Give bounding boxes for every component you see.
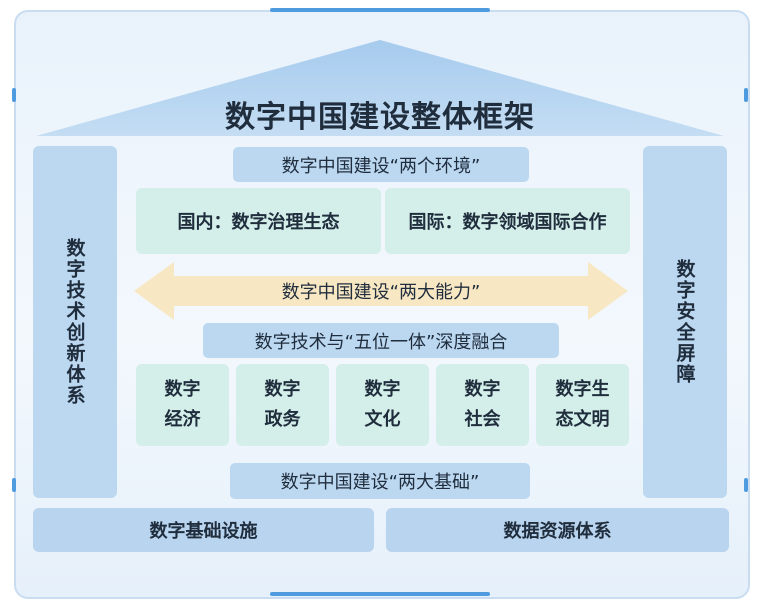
frame-accent-right-low <box>744 478 748 492</box>
area-culture: 数字 文化 <box>336 364 429 446</box>
frame-accent-top <box>270 8 490 12</box>
area-society-line2: 社会 <box>464 409 501 430</box>
integration-bar: 数字技术与“五位一体”深度融合 <box>203 323 559 358</box>
environments-bar: 数字中国建设“两个环境” <box>233 147 529 182</box>
capabilities-arrow-shape <box>134 262 628 320</box>
area-ecology-line1: 数字生 <box>555 379 610 400</box>
area-economy-line1: 数字 <box>164 379 201 400</box>
frame-accent-left <box>12 88 16 102</box>
area-government-line2: 政务 <box>264 409 301 430</box>
foundation-data-resources: 数据资源体系 <box>386 508 729 552</box>
left-pillar-label: 数字技术创新体系 <box>63 238 86 406</box>
foundations-bar: 数字中国建设“两大基础” <box>230 463 530 499</box>
area-ecology-line2: 态文明 <box>555 409 610 430</box>
area-economy-line2: 经济 <box>164 409 201 430</box>
area-economy: 数字 经济 <box>136 364 229 446</box>
right-pillar: 数字安全屏障 <box>643 146 727 498</box>
area-government: 数字 政务 <box>236 364 329 446</box>
area-culture-line1: 数字 <box>364 379 401 400</box>
page-title: 数字中国建设整体框架 <box>225 100 535 135</box>
area-government-line1: 数字 <box>264 379 301 400</box>
area-culture-line2: 文化 <box>364 409 401 430</box>
frame-accent-left-low <box>12 478 16 492</box>
left-pillar: 数字技术创新体系 <box>33 146 117 498</box>
environment-international: 国际：数字领域国际合作 <box>385 188 630 254</box>
frame-accent-bottom <box>270 592 490 596</box>
capabilities-arrow <box>134 262 628 320</box>
area-society-line1: 数字 <box>464 379 501 400</box>
area-society: 数字 社会 <box>436 364 529 446</box>
environment-domestic: 国内：数字治理生态 <box>136 188 381 254</box>
roof <box>36 40 724 136</box>
foundation-infrastructure: 数字基础设施 <box>33 508 374 552</box>
right-pillar-label: 数字安全屏障 <box>673 259 696 385</box>
frame-accent-right <box>744 88 748 102</box>
roof-shape <box>36 40 724 136</box>
area-ecology: 数字生 态文明 <box>536 364 629 446</box>
capabilities-label: 数字中国建设“两大能力” <box>281 282 481 303</box>
